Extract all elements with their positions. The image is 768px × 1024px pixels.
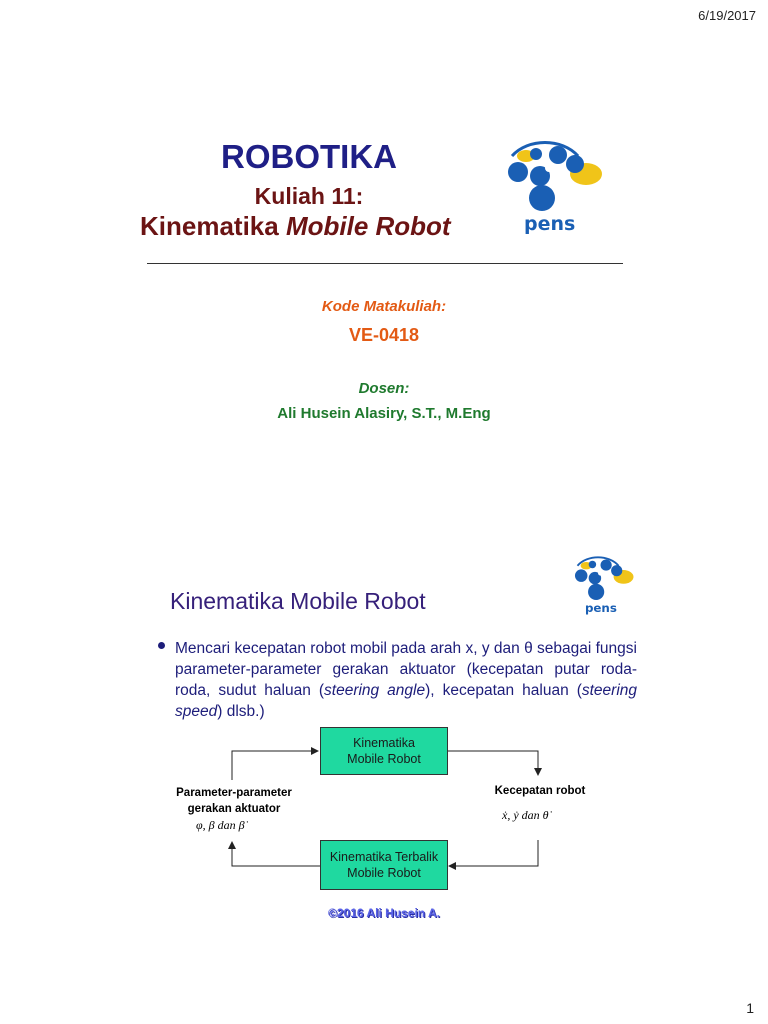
logo-center-hole [545,164,553,172]
box-kinematics-line1: Kinematika [353,736,415,750]
bullet-italic-1: steering angle [324,682,426,699]
slide2-title: Kinematika Mobile Robot [170,588,426,614]
logo-small-dot-6 [588,583,605,600]
logo-dot-4 [508,162,528,182]
lecturer-label: Dosen: [358,380,410,397]
logo-small-dot-1 [588,560,597,569]
pens-logo: pens [508,141,602,235]
box-kinematics-line2: Mobile Robot [347,752,421,766]
logo-dot-6 [529,185,555,211]
logo-small-center-hole [598,570,603,576]
logo-small-dot-4 [574,569,588,582]
logo-small-text: pens [585,601,617,615]
lecturer-name: Ali Husein Alasiry, S.T., M.Eng [277,405,491,422]
logo-dot-3 [566,155,584,173]
title-divider [147,263,623,264]
logo-swoosh-top [510,141,580,158]
lecture-number: Kuliah 11: [254,183,364,209]
logo-dot-1 [530,148,542,160]
box-inverse-line2: Mobile Robot [347,866,421,880]
copyright: ©2016 Ali Husein A. [328,906,440,920]
bullet-part-3: ) dlsb.) [217,703,265,720]
lecture-topic: Kinematika Mobile Robot [140,211,451,242]
bullet-part-1: Mencari kecepatan robot mobil pada arah … [175,640,637,699]
date-header: 6/19/2017 [698,8,756,23]
lecture-topic-italic: Mobile Robot [285,211,451,241]
logo-text: pens [524,213,575,235]
pens-logo-small: pens [574,556,634,615]
arrow-top-right [447,750,542,776]
logo-small-dot-3 [611,565,623,577]
course-code: VE-0418 [348,325,420,345]
arrow-bottom-right [448,840,539,870]
robot-velocity-math: ẋ, ẏ dan θ̇ [502,808,549,822]
actuator-label-line2: gerakan aktuator [187,803,281,815]
arrow-bottom-left [228,841,320,867]
arrow-top-left [231,747,319,780]
logo-small-swoosh-top [576,556,620,567]
slide-title: ROBOTIKA [221,138,397,175]
logo-dot-2 [549,146,567,164]
bullet-italic-2: steering speed [175,682,638,720]
bullet-part-2: ), kecepatan haluan ( [425,682,582,699]
robot-velocity-label: Kecepatan robot [494,785,586,797]
bullet-dot [158,642,165,649]
logo-dot-5 [530,166,550,186]
box-inverse-kinematics: Kinematika Terbalik Mobile Robot [320,840,448,890]
course-code-label: Kode Matakuliah: [321,298,447,315]
box-kinematics: Kinematika Mobile Robot [320,727,448,775]
actuator-params-math: φ, β dan β̇ [196,818,245,832]
page-number: 1 [746,1000,754,1016]
logo-small-dot-2 [600,559,612,571]
lecture-topic-plain: Kinematika [140,211,286,241]
box-inverse-line1: Kinematika Terbalik [329,850,439,864]
bullet-text: Mencari kecepatan robot mobil pada arah … [175,638,637,722]
logo-small-dot-5 [588,571,602,585]
actuator-params-label: Parameter-parameter gerakan aktuator [140,785,328,817]
actuator-label-line1: Parameter-parameter [176,787,292,799]
